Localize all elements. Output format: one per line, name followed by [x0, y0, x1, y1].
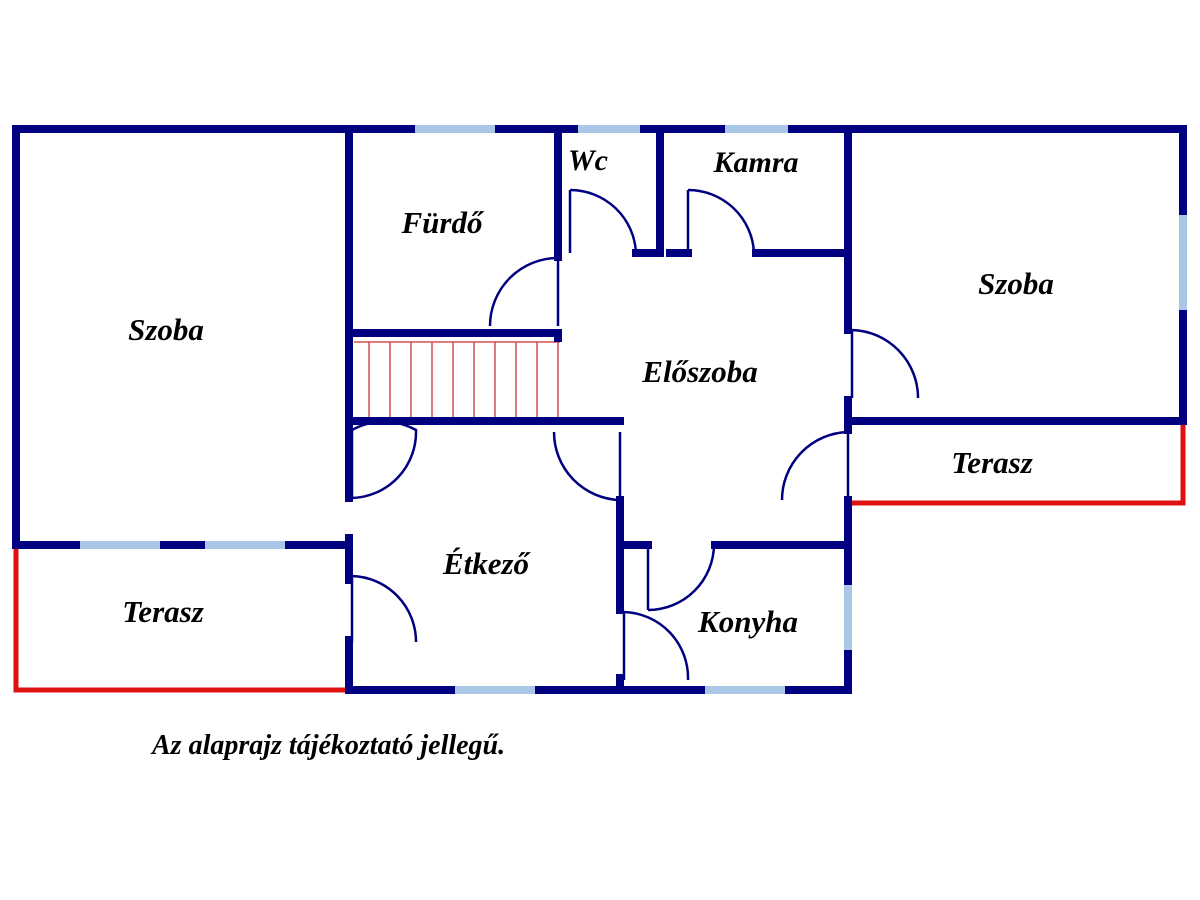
terrace-left-railing — [13, 547, 347, 693]
label-wc: Wc — [568, 144, 608, 177]
doors — [350, 188, 920, 681]
label-kamra: Kamra — [712, 146, 798, 179]
label-terasz-left: Terasz — [122, 594, 204, 629]
door-konyha-etkezo — [622, 610, 690, 681]
windows — [80, 125, 1187, 694]
label-etkezo: Étkező — [442, 546, 532, 581]
door-furdo — [488, 256, 560, 327]
label-terasz-right: Terasz — [951, 445, 1033, 480]
door-wc — [568, 188, 638, 254]
label-eloszoba: Előszoba — [641, 354, 757, 389]
door-kamra — [686, 188, 756, 254]
door-szoba-right — [850, 328, 920, 399]
staircase — [354, 341, 560, 418]
room-labels: Szoba Fürdő Wc Kamra Szoba Előszoba Tera… — [122, 144, 1054, 639]
terrace-right-railing — [852, 421, 1186, 506]
disclaimer-note: Az alaprajz tájékoztató jellegű. — [152, 730, 506, 761]
label-szoba-right: Szoba — [978, 266, 1054, 301]
label-szoba-left: Szoba — [128, 312, 204, 347]
door-terasz-right — [780, 430, 850, 501]
door-szoba-left — [350, 420, 418, 500]
door-etkezo-eloszoba — [552, 431, 622, 502]
label-konyha: Konyha — [697, 604, 798, 639]
door-konyha-top — [646, 544, 716, 612]
label-furdo: Fürdő — [401, 205, 485, 240]
door-terasz-left — [350, 574, 418, 643]
terrace-railings — [13, 421, 1186, 693]
